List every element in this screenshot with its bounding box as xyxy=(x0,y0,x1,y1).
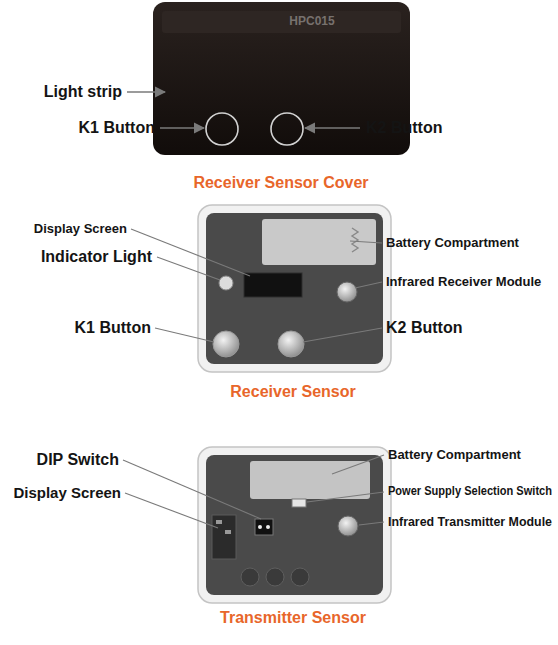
cavity xyxy=(206,455,383,595)
part-label: Battery Compartment xyxy=(388,448,521,463)
battery-spring xyxy=(352,228,358,252)
figure-caption: Transmitter Sensor xyxy=(220,609,366,627)
leader-line xyxy=(303,328,382,342)
leader-line xyxy=(125,493,218,528)
button xyxy=(278,331,304,357)
leader-line xyxy=(157,257,220,280)
button-ring xyxy=(271,113,303,145)
housing xyxy=(198,205,391,372)
button-ring xyxy=(206,113,238,145)
dip-dot xyxy=(266,525,270,529)
housing xyxy=(198,447,391,603)
power-switch xyxy=(292,499,306,507)
leader-arrow xyxy=(160,127,204,129)
figure-caption: Receiver Sensor Cover xyxy=(193,174,368,192)
transmitter-sensor xyxy=(198,447,391,603)
button xyxy=(213,331,239,357)
leader-line xyxy=(350,241,382,243)
part-label: Infrared Transmitter Module xyxy=(388,515,552,530)
part-label: Display Screen xyxy=(13,484,121,501)
component xyxy=(225,530,231,534)
leader-line xyxy=(359,522,384,525)
leader-line xyxy=(332,455,384,474)
component xyxy=(216,520,222,524)
infrared-transmitter xyxy=(338,516,358,536)
part-label: K1 Button xyxy=(75,319,151,337)
leader-line xyxy=(307,492,384,502)
leader-lines xyxy=(123,455,384,528)
part-label: Indicator Light xyxy=(41,248,152,266)
part-label: Infrared Receiver Module xyxy=(386,275,541,290)
leader-arrow xyxy=(127,91,165,93)
part-label: K2 Button xyxy=(366,119,442,137)
figure-caption: Receiver Sensor xyxy=(230,383,355,401)
display-screen xyxy=(212,515,236,559)
dip-switch xyxy=(255,519,273,535)
infrared-receiver xyxy=(337,282,357,302)
leader-lines xyxy=(131,229,382,342)
device-marking: HPC015 xyxy=(289,15,334,29)
mount-hole xyxy=(266,568,284,586)
light-strip xyxy=(162,11,401,33)
part-label: Battery Compartment xyxy=(386,236,519,251)
part-label: Power Supply Selection Switch xyxy=(388,485,552,499)
cavity xyxy=(206,213,383,364)
leader-line xyxy=(155,328,214,342)
mount-hole xyxy=(291,568,309,586)
part-label: K2 Button xyxy=(386,319,462,337)
leader-line xyxy=(123,460,261,519)
indicator-light xyxy=(219,276,233,290)
part-label: K1 Button xyxy=(79,119,155,137)
receiver-sensor xyxy=(198,205,391,372)
leader-arrow xyxy=(305,127,360,129)
part-label: Light strip xyxy=(44,83,122,101)
leader-line xyxy=(355,282,382,288)
part-label: DIP Switch xyxy=(37,451,119,469)
dip-dot xyxy=(258,525,262,529)
arrow-leaders xyxy=(127,92,360,128)
display-screen xyxy=(244,273,302,297)
part-label: Display Screen xyxy=(34,222,127,237)
mount-hole xyxy=(241,568,259,586)
